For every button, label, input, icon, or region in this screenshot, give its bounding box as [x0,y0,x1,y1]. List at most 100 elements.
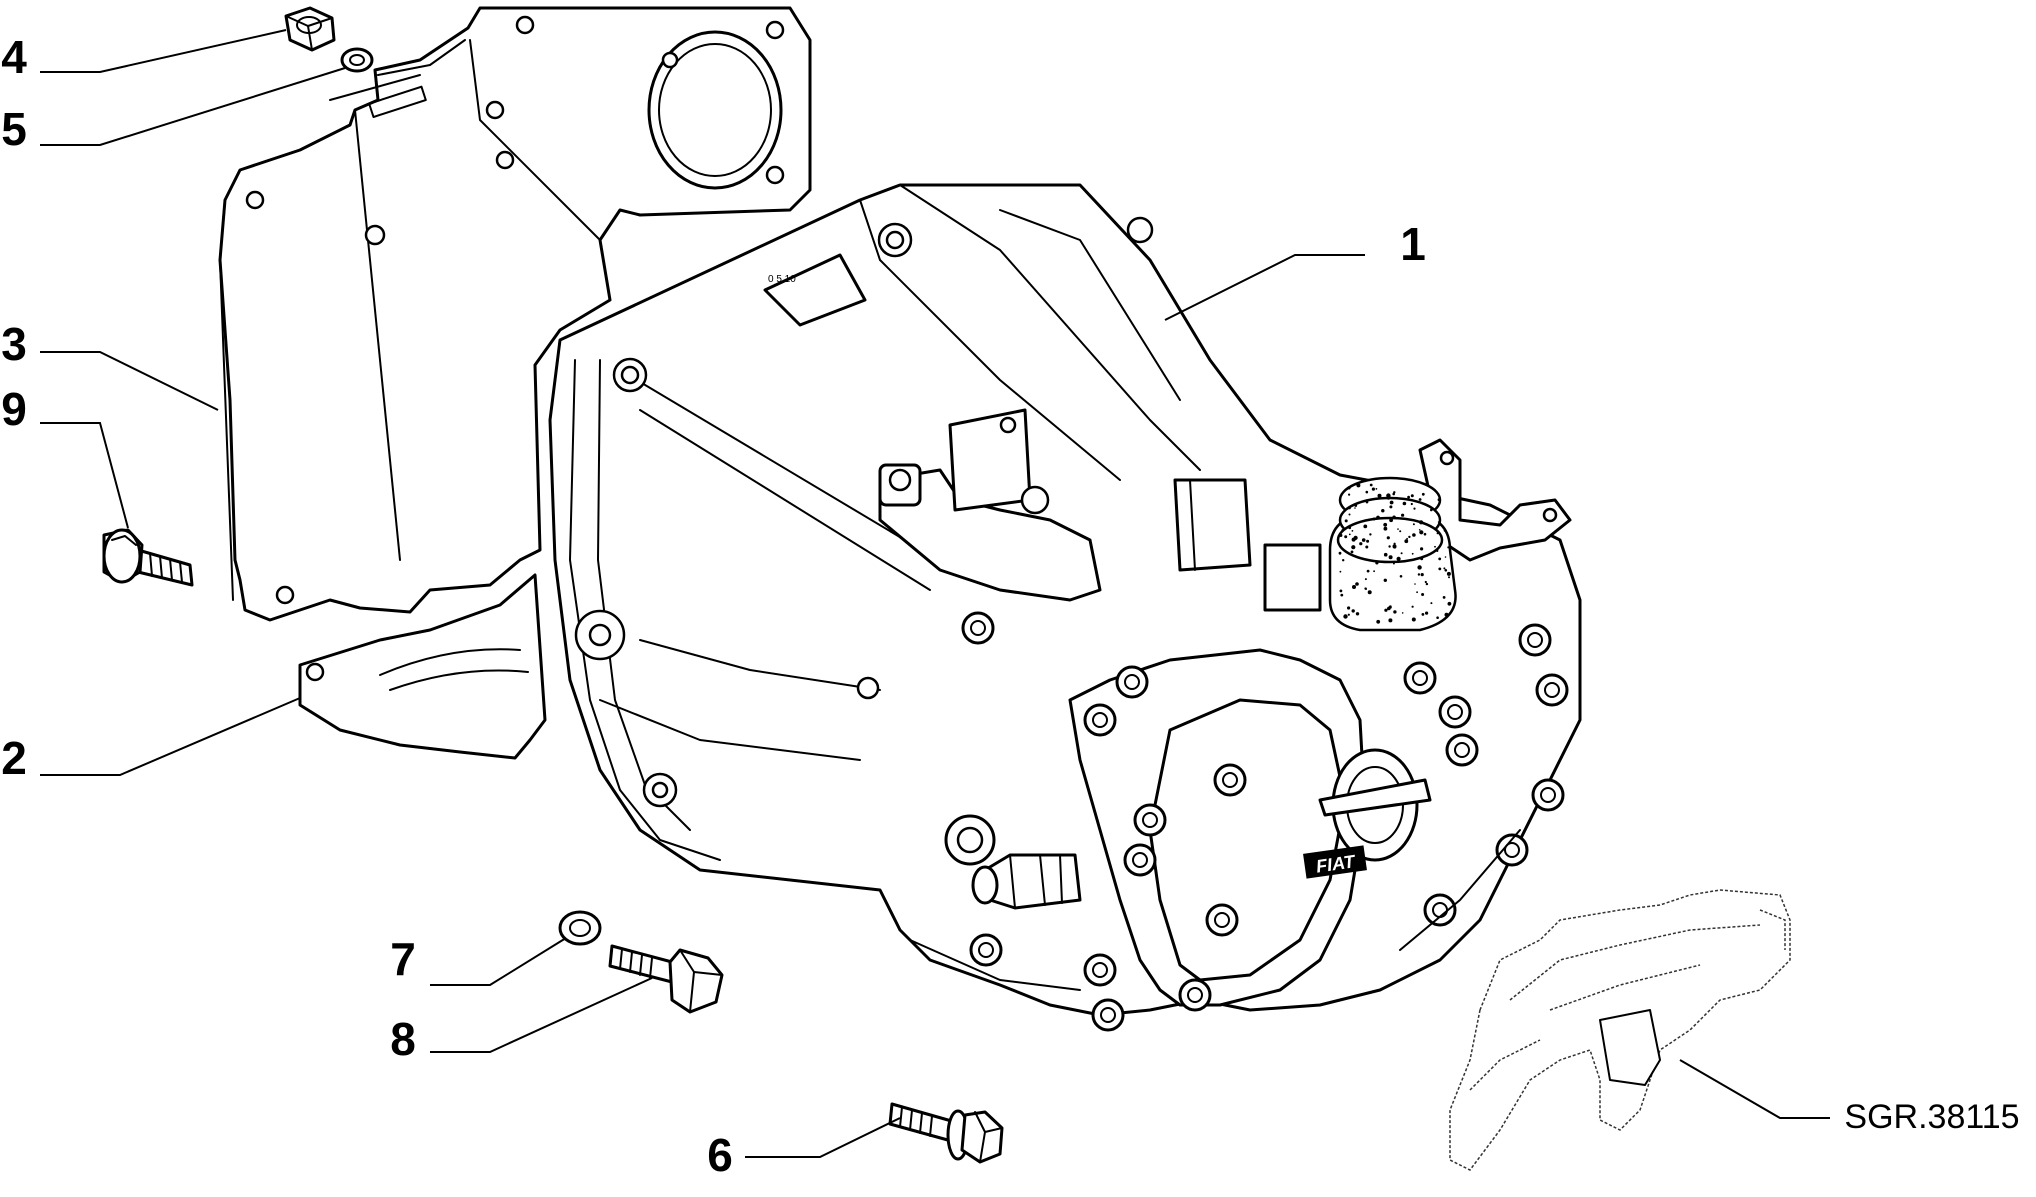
housing-bolt-head [970,620,986,636]
housing-bolt-head [1540,787,1556,803]
foam-texture-dot [1410,494,1414,498]
foam-texture-dot [1365,500,1369,504]
foam-texture-dot [1348,493,1351,496]
foam-texture-dot [1375,488,1378,490]
foam-texture-dot [1392,492,1395,496]
housing-bolt-head [1142,812,1158,828]
housing-bolt-head [1222,772,1238,788]
hex-bolt-part-8[interactable] [608,944,724,1014]
housing-bolt-head [1100,1007,1116,1023]
washer-part-7[interactable] [558,910,602,946]
flanged-bolt-part-9[interactable] [102,528,194,587]
foam-texture-dot [1359,542,1363,546]
foam-texture-dot [1401,513,1405,517]
foam-texture-dot [1386,493,1391,498]
foam-texture-dot [1436,549,1439,553]
washer-part-5[interactable] [340,47,374,73]
foam-texture-dot [1443,567,1446,570]
housing-bolt-head [1124,674,1140,690]
housing-bolt [1091,998,1125,1032]
foam-texture-dot [1355,582,1359,586]
housing-bolt [1213,763,1247,797]
foam-texture-dot [1348,513,1351,516]
housing-bolt [1115,665,1149,699]
foam-texture-dot [1389,605,1392,608]
housing-bolt-head [1412,670,1428,686]
foam-texture-dot [1416,591,1418,594]
foam-texture-dot [1406,559,1409,562]
foam-texture-dot [1407,495,1410,499]
foam-texture-dot [1348,533,1351,536]
foam-texture-dot [1338,551,1342,555]
foam-texture-dot [1354,504,1358,507]
foam-texture-dot [1351,530,1354,532]
foam-texture-dot [1383,578,1388,582]
foam-texture-dot [1364,578,1367,581]
housing-bolt-head [1527,632,1543,648]
foam-texture-dot [1355,612,1360,616]
foam-texture-dot [1347,606,1351,610]
foam-texture-dot [1420,573,1424,577]
foam-texture-dot [1437,498,1441,502]
foam-texture-dot [1392,515,1396,519]
foam-texture-dot [1354,507,1356,509]
foam-texture-dot [1421,613,1425,616]
housing-bolt [969,933,1003,967]
foam-texture-dot [1408,535,1411,539]
svg-text:0 5 10: 0 5 10 [768,274,796,285]
foam-texture-dot [1363,524,1368,529]
foam-texture-dot [1434,545,1436,548]
foam-texture-dot [1436,532,1439,535]
housing-bolt [1445,733,1479,767]
housing-bolt [1123,843,1157,877]
foam-texture-dot [1363,538,1366,541]
lower-cover-plate-part-2[interactable] [298,573,547,760]
foam-texture-dot [1400,552,1403,555]
foam-texture-dot [1438,557,1442,561]
foam-texture-dot [1389,500,1394,505]
housing-bolt [1403,661,1437,695]
foam-texture-dot [1351,609,1355,613]
nut-part-4[interactable] [284,6,336,52]
housing-bolt [1133,803,1167,837]
housing-bolt [961,611,995,645]
foam-texture-dot [1410,502,1413,506]
foam-texture-dot [1381,509,1385,513]
housing-bolt-group [961,611,1569,1032]
foam-texture-dot [1351,545,1356,550]
foam-texture-dot [1365,545,1369,549]
foam-texture-dot [1420,547,1424,551]
foam-texture-dot [1417,565,1422,570]
foam-texture-dot [1425,582,1429,586]
housing-bolt-head [1504,842,1520,858]
housing-bolt-head [1132,852,1148,868]
foam-texture-dot [1386,536,1390,540]
foam-texture-dot [1444,556,1447,558]
housing-bolt-head [1454,742,1470,758]
gearbox-housing-part-1[interactable]: 0 5 10 FIAT [548,183,1582,1032]
foam-texture-dot [1430,508,1433,512]
foam-texture-dot [1448,576,1450,579]
foam-texture-dot [1392,562,1395,565]
foam-texture-dot [1348,526,1352,530]
foam-texture-dot [1377,493,1382,498]
foam-texture-dot [1383,522,1388,527]
foam-texture-dot [1411,552,1414,555]
flanged-bolt-part-6[interactable] [888,1102,1004,1164]
foam-texture-dot [1417,573,1421,576]
foam-texture-dot [1366,569,1370,573]
foam-texture-dot [1437,521,1440,523]
foam-texture-dot [1446,571,1451,576]
foam-texture-dot [1343,614,1348,619]
foam-texture-dot [1396,556,1401,562]
foam-texture-dot [1443,529,1447,532]
foam-texture-dot [1388,618,1393,623]
foam-texture-dot [1344,519,1348,523]
breather-filter [1328,476,1457,632]
foam-texture-dot [1430,602,1433,605]
housing-bolt-head [1092,712,1108,728]
dust-cover-plate-part-3[interactable] [218,6,812,622]
foam-texture-dot [1339,589,1343,593]
housing-bolt-head [1092,962,1108,978]
